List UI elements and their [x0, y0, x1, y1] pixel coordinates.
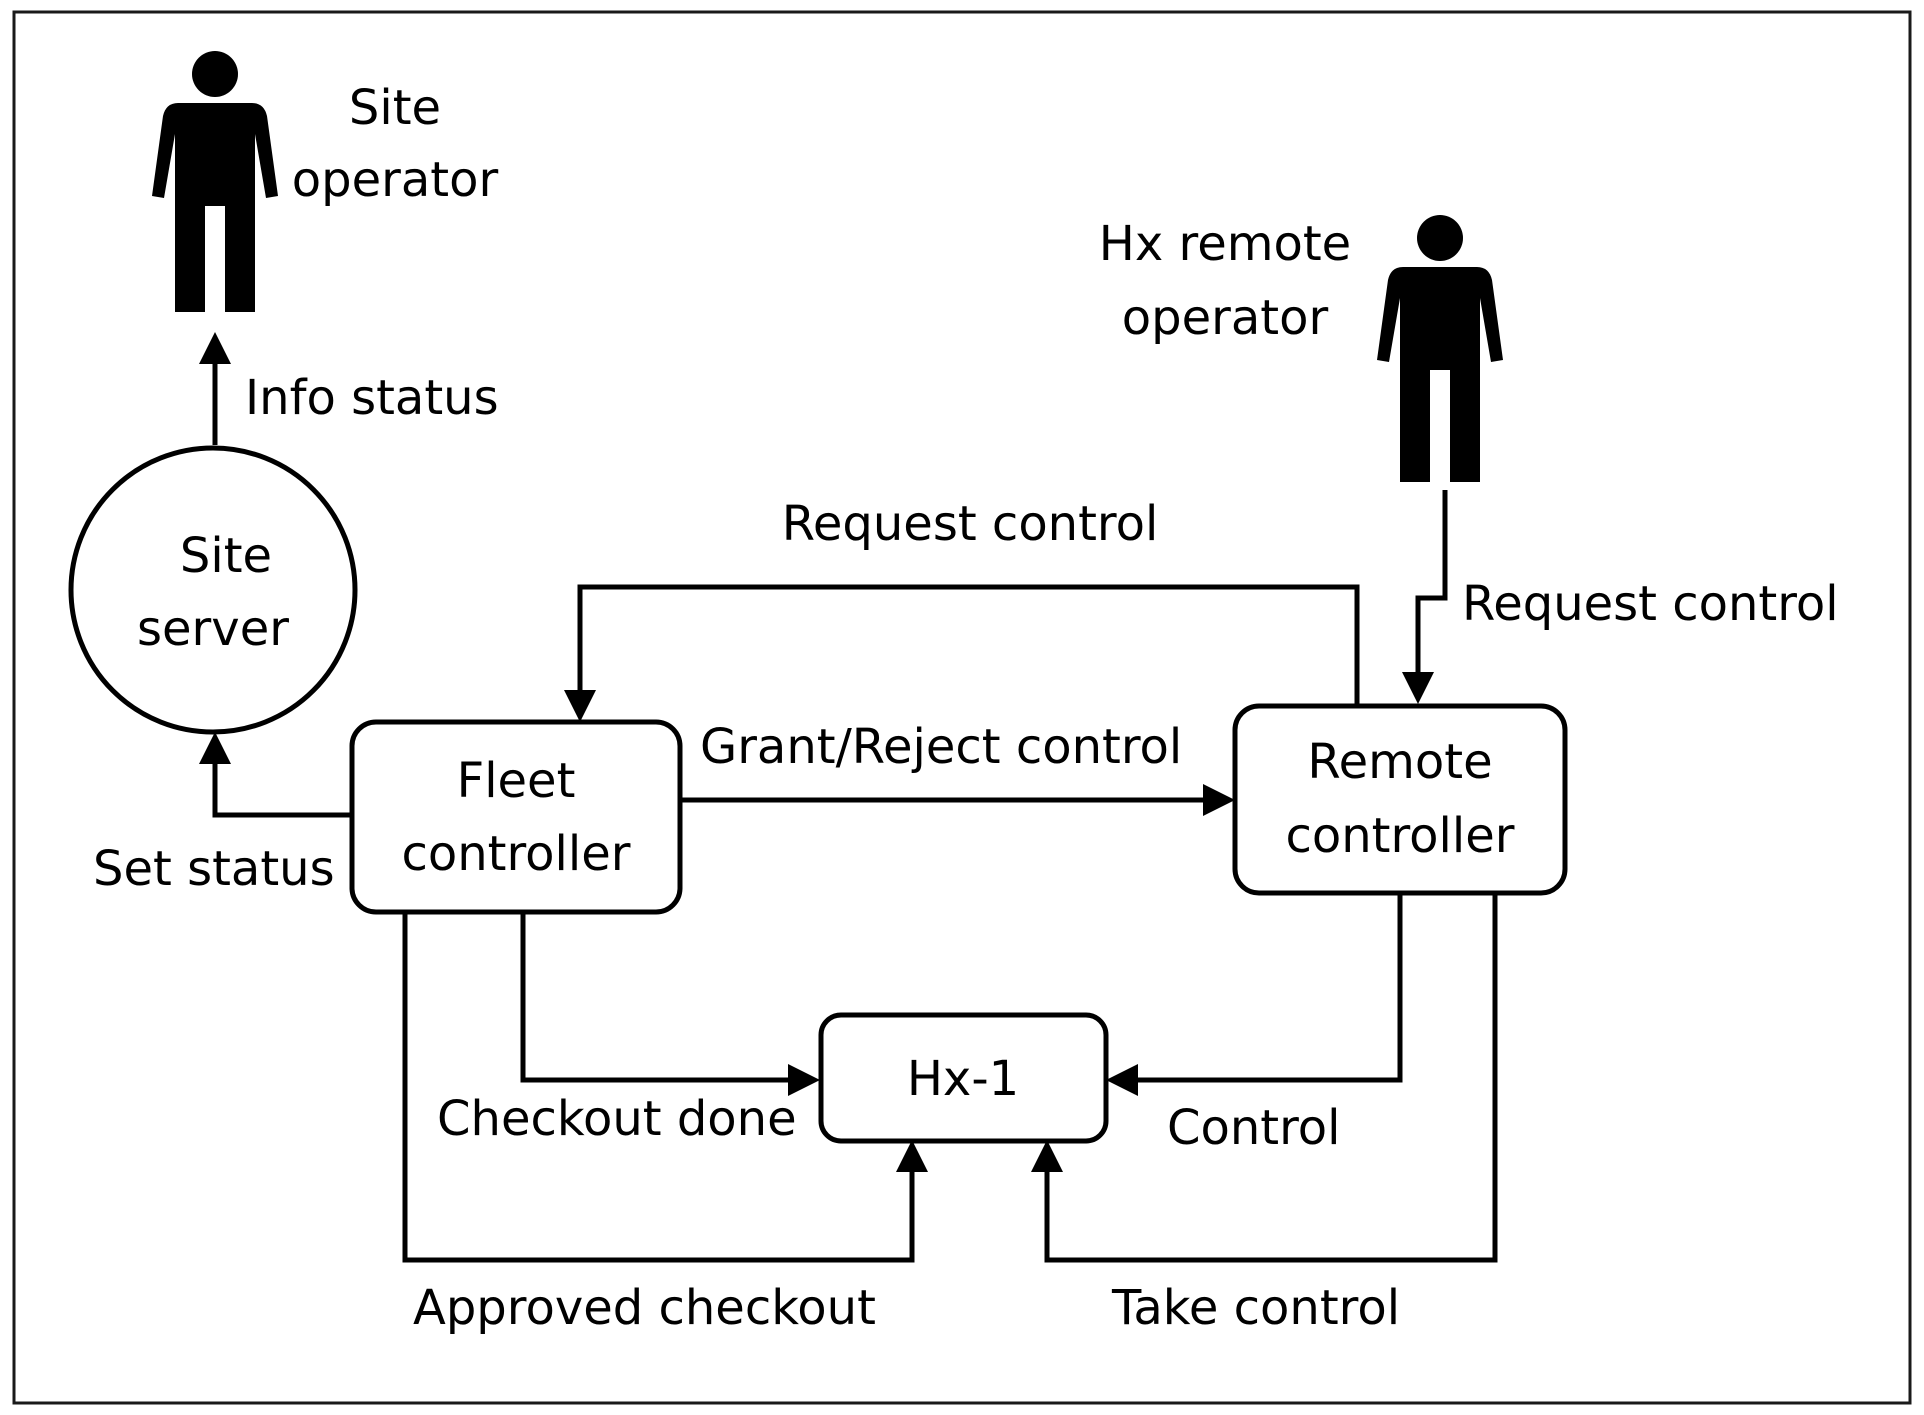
approved-checkout-arrow	[402, 912, 915, 1263]
remote-controller-label-line2: controller	[1286, 808, 1515, 864]
remote-controller-node: Remote controller	[1232, 703, 1568, 896]
hx-remote-operator-person-icon	[1377, 215, 1503, 482]
site-server-node: Site server	[68, 445, 358, 735]
control-label: Control	[1167, 1100, 1341, 1156]
hx1-node: Hx-1	[818, 1012, 1109, 1144]
request-control-loop-arrowhead	[564, 690, 596, 722]
hx1-label: Hx-1	[907, 1051, 1019, 1107]
site-operator-label-line1: Site	[349, 80, 441, 136]
fleet-controller-node: Fleet controller	[349, 719, 683, 915]
checkout-done-arrowhead	[788, 1064, 820, 1096]
operator-request-control-arrowhead	[1402, 672, 1434, 704]
diagram-frame	[12, 10, 1912, 1405]
checkout-done-arrow	[520, 912, 789, 1083]
info-status-arrowhead	[199, 332, 231, 364]
approved-checkout-label: Approved checkout	[413, 1280, 876, 1336]
approved-checkout-arrowhead	[896, 1140, 928, 1172]
info-status-label: Info status	[245, 370, 499, 426]
grant-reject-control-label: Grant/Reject control	[700, 719, 1182, 775]
hx-remote-operator-label-line1: Hx remote	[1099, 216, 1351, 272]
hx-remote-operator-label-line2: operator	[1122, 290, 1329, 346]
take-control-arrow	[1044, 893, 1498, 1263]
control-arrowhead	[1106, 1064, 1138, 1096]
fleet-controller-label-line2: controller	[402, 826, 631, 882]
grant-reject-arrowhead	[1203, 784, 1235, 816]
take-control-label: Take control	[1111, 1280, 1400, 1336]
fleet-controller-label-line1: Fleet	[457, 753, 576, 809]
take-control-arrowhead	[1031, 1140, 1063, 1172]
request-control-loop-arrow	[577, 584, 1360, 706]
remote-controller-label-line1: Remote	[1307, 734, 1492, 790]
site-server-label-line2: server	[137, 601, 289, 657]
checkout-done-label: Checkout done	[437, 1091, 797, 1147]
set-status-arrow	[212, 762, 352, 818]
site-server-label-line1: Site	[180, 528, 272, 584]
request-control-top-label: Request control	[782, 496, 1159, 552]
site-operator-label-line2: operator	[292, 152, 499, 208]
operator-request-control-arrow	[1415, 490, 1448, 672]
control-arrow	[1137, 893, 1403, 1083]
set-status-arrowhead	[199, 732, 231, 764]
set-status-label: Set status	[93, 841, 335, 897]
request-control-operator-label: Request control	[1462, 576, 1839, 632]
site-operator-person-icon	[152, 51, 278, 312]
